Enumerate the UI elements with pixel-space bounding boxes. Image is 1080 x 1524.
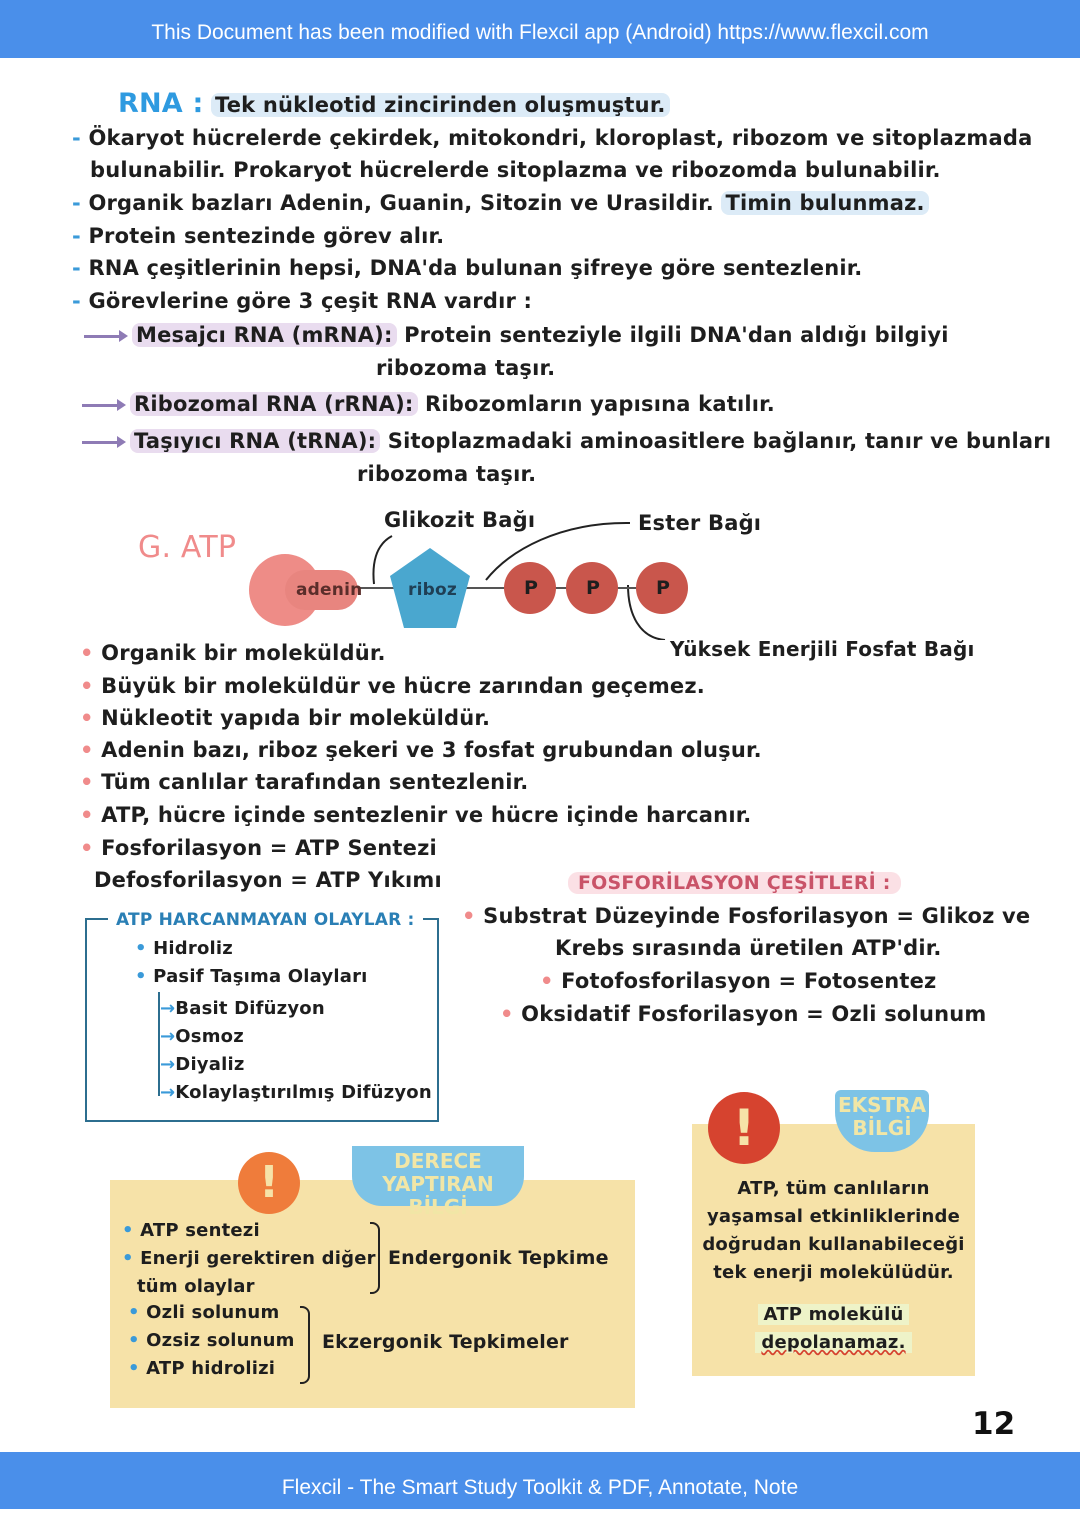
atp-bullet-2: • Büyük bir moleküldür ve hücre zarından…: [80, 674, 705, 698]
timin-highlight: Timin bulunmaz.: [721, 191, 929, 215]
atp-defos: Defosforilasyon = ATP Yıkımı: [94, 868, 442, 892]
warning-icon: !: [708, 1092, 780, 1164]
phosphate-label-1: P: [524, 577, 539, 599]
rna-type-mrna-cont: ribozoma taşır.: [376, 356, 556, 380]
ekstra-note-2: depolanamaz.: [692, 1332, 975, 1353]
endergonik-label: Endergonik Tepkime: [388, 1247, 609, 1269]
harcanmayan-sub-4: →Kolaylaştırılmış Difüzyon: [160, 1082, 432, 1103]
harcanmayan-item-2: • Pasif Taşıma Olayları: [135, 966, 368, 987]
ekstra-badge: EKSTRA BİLGİ: [835, 1090, 929, 1152]
phosphate-label-3: P: [656, 577, 671, 599]
phosphate-1: [504, 562, 556, 614]
rna-title-line: RNA : Tek nükleotid zincirinden oluşmuşt…: [118, 88, 670, 119]
adenin-label: adenin: [296, 580, 363, 600]
endergonik-item-3: tüm olaylar: [137, 1276, 255, 1297]
ester-bagi-label: Ester Bağı: [638, 511, 762, 535]
atp-bullet-1: • Organik bir moleküldür.: [80, 641, 386, 665]
fosforilasyon-item-2: • Fotofosforilasyon = Fotosentez: [540, 969, 937, 993]
adenin-rect: [285, 570, 358, 610]
harcanmayan-sub-3: →Diyaliz: [160, 1054, 245, 1075]
rna-type-rrna: Ribozomal RNA (rRNA): Ribozomların yapıs…: [130, 392, 775, 416]
rna-line-3: - Protein sentezinde görev alır.: [72, 224, 445, 248]
rna-title: RNA :: [118, 88, 204, 119]
ekstra-line-3: doğrudan kullanabileceği: [702, 1234, 965, 1255]
brace-icon: [370, 1222, 380, 1294]
fosforilasyon-title: FOSFORİLASYON ÇEŞİTLERİ :: [568, 872, 901, 894]
harcanmayan-title: ATP HARCANMAYAN OLAYLAR :: [108, 910, 423, 930]
ekzergonik-item-3: • ATP hidrolizi: [128, 1358, 276, 1379]
rna-title-desc: Tek nükleotid zincirinden oluşmuştur.: [211, 93, 670, 117]
ekzergonik-item-1: • Ozli solunum: [128, 1302, 280, 1323]
harcanmayan-sub-1: →Basit Difüzyon: [160, 998, 325, 1019]
flexcil-footer-banner: Flexcil - The Smart Study Toolkit & PDF,…: [0, 1452, 1080, 1509]
derece-badge: DERECE YAPTIRAN BİLGİ: [352, 1146, 524, 1219]
riboz-pentagon: [390, 548, 470, 628]
phosphate-3: [636, 562, 688, 614]
ekzergonik-item-2: • Ozsiz solunum: [128, 1330, 295, 1351]
riboz-label: riboz: [408, 580, 457, 600]
arrow-icon: [84, 330, 128, 342]
rna-type-trna: Taşıyıcı RNA (tRNA): Sitoplazmadaki amin…: [130, 429, 1051, 453]
phosphate-label-2: P: [586, 577, 601, 599]
fosforilasyon-item-3: • Oksidatif Fosforilasyon = Ozli solunum: [500, 1002, 987, 1026]
page-number: 12: [972, 1406, 1016, 1442]
rna-line-5: - Görevlerine göre 3 çeşit RNA vardır :: [72, 289, 533, 313]
atp-bullet-6: • ATP, hücre içinde sentezlenir ve hücre…: [80, 803, 752, 827]
rna-line-4: - RNA çeşitlerinin hepsi, DNA'da bulunan…: [72, 256, 863, 280]
derece-bilgi-panel: [110, 1180, 635, 1408]
glikozit-bagi-label: Glikozit Bağı: [384, 508, 536, 532]
ekstra-line-1: ATP, tüm canlıların: [737, 1178, 930, 1199]
flexcil-header-banner: This Document has been modified with Fle…: [0, 0, 1080, 58]
warning-icon: !: [238, 1152, 300, 1214]
atp-bullet-4: • Adenin bazı, riboz şekeri ve 3 fosfat …: [80, 738, 762, 762]
fosforilasyon-item-1-cont: Krebs sırasında üretilen ATP'dir.: [555, 936, 942, 960]
ekstra-line-2: yaşamsal etkinliklerinde: [706, 1206, 960, 1227]
atp-title: G. ATP: [138, 530, 237, 565]
rna-line-1b: bulunabilir. Prokaryot hücrelerde sitopl…: [90, 158, 941, 182]
ekstra-line-4: tek enerji molekülüdür.: [713, 1262, 954, 1283]
atp-bullet-3: • Nükleotit yapıda bir moleküldür.: [80, 706, 491, 730]
yuksek-enerjili-bag-label: Yüksek Enerjili Fosfat Bağı: [670, 637, 975, 661]
harcanmayan-sub-2: →Osmoz: [160, 1026, 244, 1047]
brace-icon: [300, 1306, 310, 1384]
arrow-icon: [82, 399, 126, 411]
phosphate-2: [566, 562, 618, 614]
atp-bullet-7: • Fosforilasyon = ATP Sentezi: [80, 836, 437, 860]
rna-type-trna-cont: ribozoma taşır.: [357, 462, 537, 486]
harcanmayan-item-1: • Hidroliz: [135, 938, 233, 959]
endergonik-item-1: • ATP sentezi: [122, 1220, 260, 1241]
endergonik-item-2: • Enerji gerektiren diğer: [122, 1248, 376, 1269]
rna-line-2: - Organik bazları Adenin, Guanin, Sitozi…: [72, 191, 929, 215]
rna-line-1: - Ökaryot hücrelerde çekirdek, mitokondr…: [72, 126, 1033, 150]
ekstra-note-1: ATP molekülü: [692, 1304, 975, 1325]
tree-line: [158, 992, 160, 1096]
arrow-icon: [82, 436, 126, 448]
atp-bullet-5: • Tüm canlılar tarafından sentezlenir.: [80, 770, 529, 794]
rna-type-mrna: Mesajcı RNA (mRNA): Protein senteziyle i…: [132, 323, 949, 347]
atp-molecule-diagram: [249, 521, 688, 640]
ekzergonik-label: Ekzergonik Tepkimeler: [322, 1331, 569, 1353]
fosforilasyon-item-1: • Substrat Düzeyinde Fosforilasyon = Gli…: [462, 904, 1031, 928]
